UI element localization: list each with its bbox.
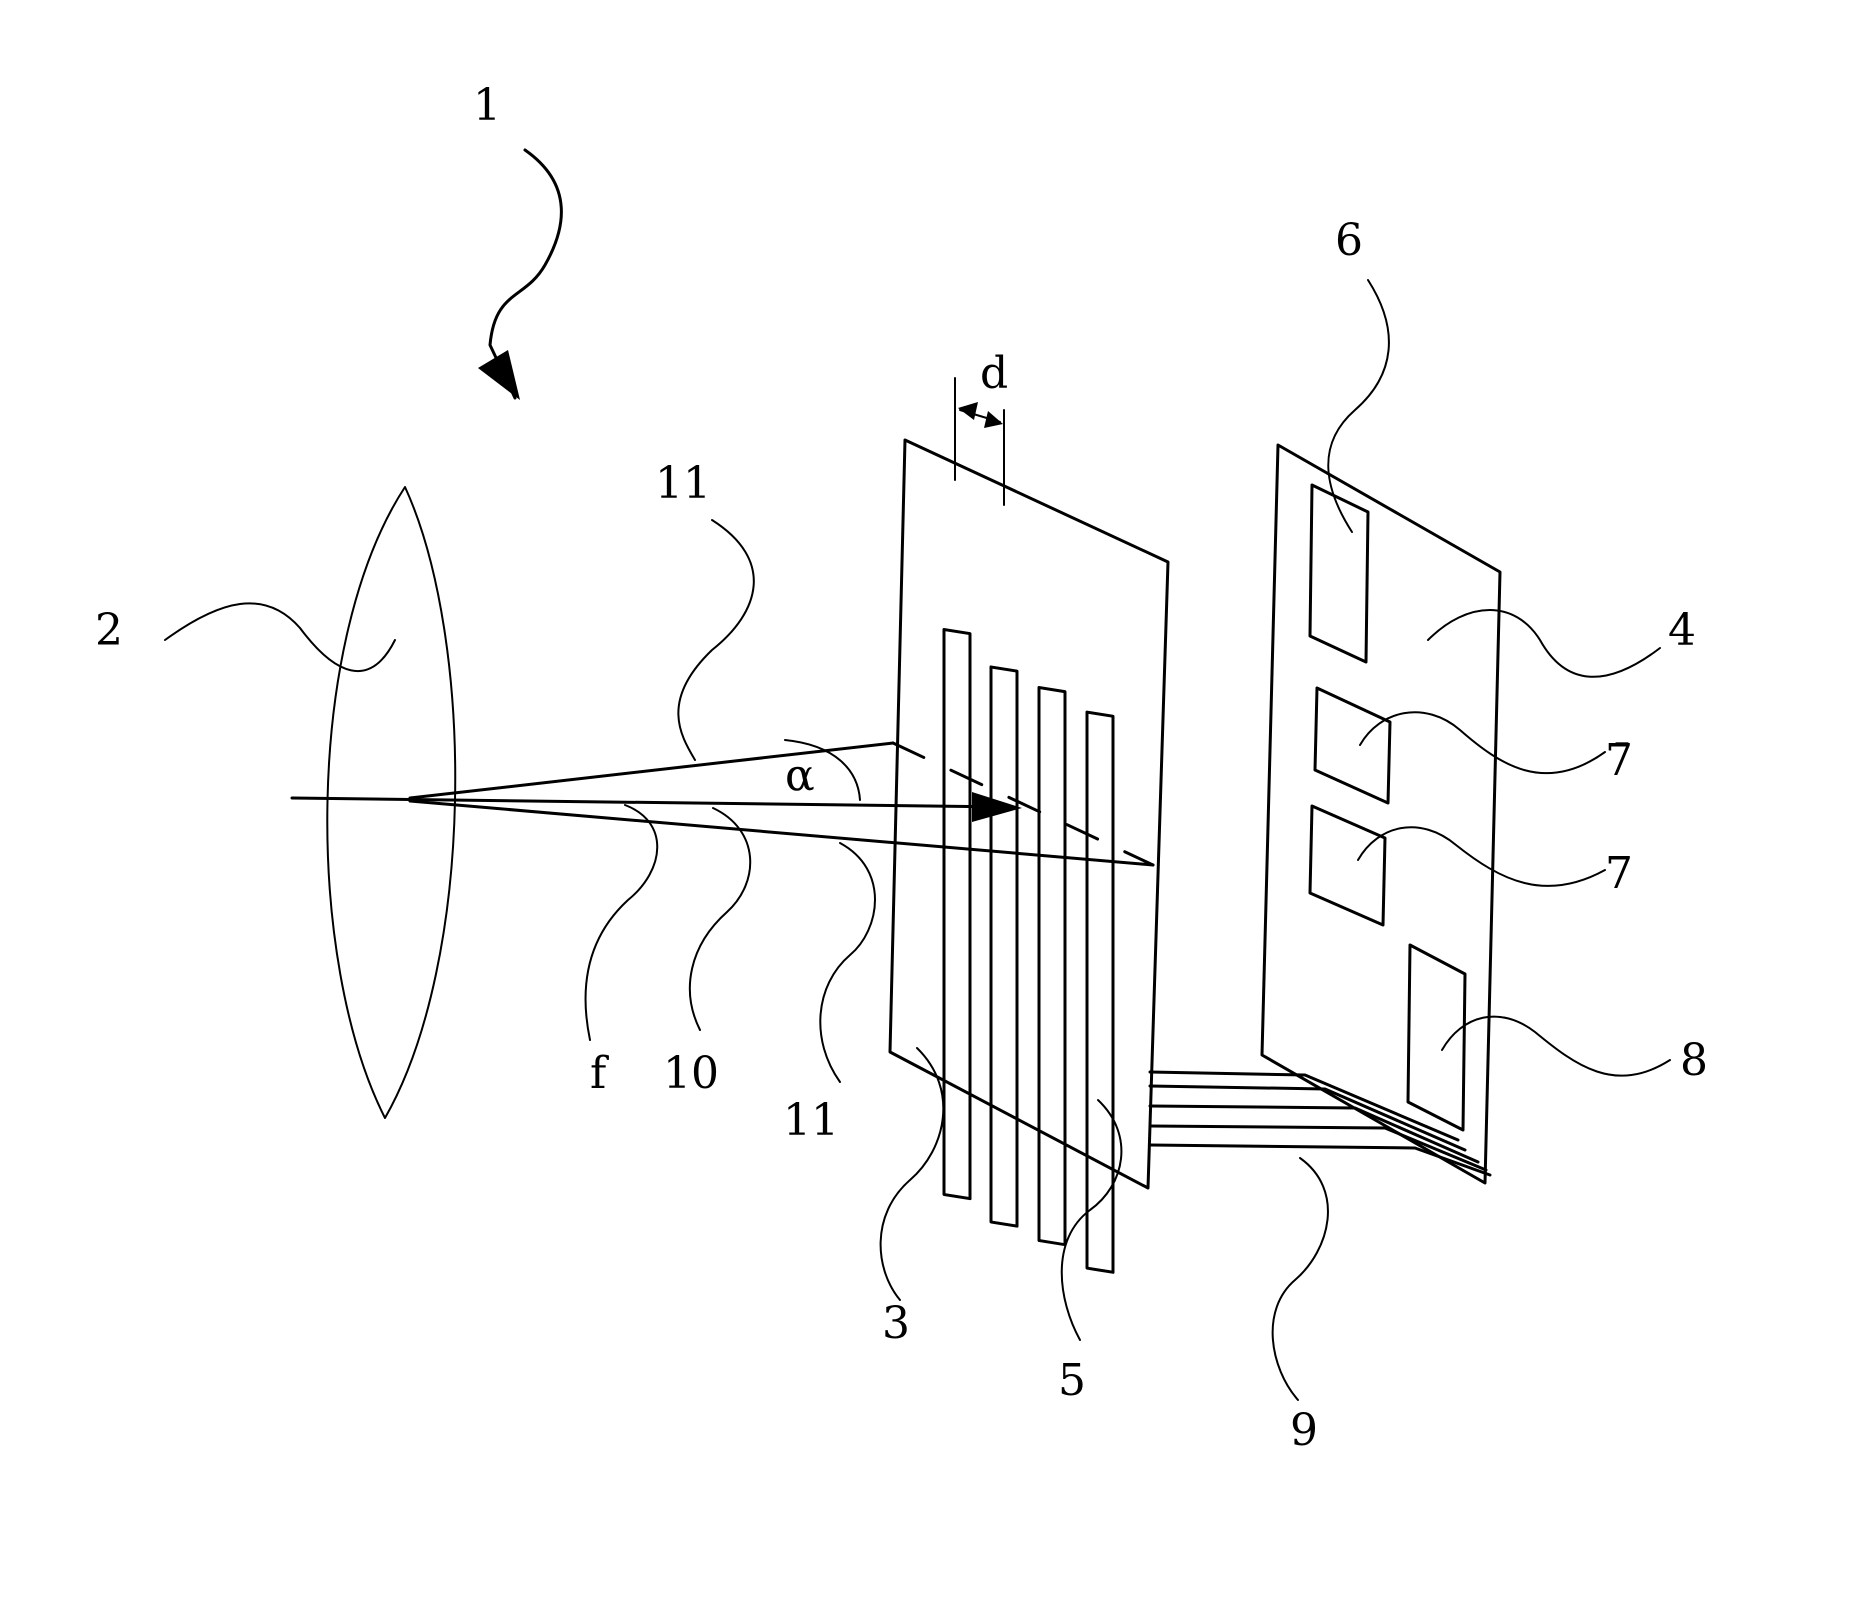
label-7-upper: 7̄ (1605, 735, 1633, 786)
leader-8 (1442, 1017, 1670, 1076)
leader-9 (1273, 1158, 1328, 1400)
label-11-bottom: 11 (783, 1095, 839, 1146)
ray-upper (410, 743, 893, 798)
dimension-arrowhead-icon (984, 411, 1003, 428)
grating-plate (890, 440, 1168, 1272)
leader-10 (690, 808, 750, 1030)
label-4: 4 (1668, 605, 1696, 656)
label-5: 5 (1058, 1355, 1086, 1406)
label-f: f (590, 1048, 609, 1099)
leader-lines (165, 280, 1670, 1400)
optical-axis-arrowhead-icon (972, 792, 1022, 822)
circuit-board (1262, 445, 1500, 1183)
leader-11-bottom (820, 843, 875, 1082)
leader-7-upper (1360, 712, 1605, 773)
label-7-lower: 7 (1605, 848, 1633, 899)
optical-rays (292, 740, 1153, 865)
ray-lower (410, 801, 1153, 865)
grating-slit (991, 667, 1017, 1226)
arrowhead-icon (478, 350, 520, 400)
board-region-8 (1408, 945, 1465, 1130)
leader-7-lower (1358, 827, 1605, 886)
label-8: 8 (1680, 1035, 1708, 1086)
label-d: d (980, 348, 1008, 399)
label-11-top: 11 (655, 458, 711, 509)
board-region-7-lower (1310, 806, 1385, 925)
label-10: 10 (663, 1048, 719, 1099)
grating-slit (944, 630, 970, 1199)
label-alpha: α (785, 750, 815, 801)
label-3: 3 (882, 1298, 910, 1349)
grating-slit (1039, 688, 1065, 1245)
label-1: 1 (473, 80, 501, 131)
label-6: 6 (1335, 215, 1363, 266)
board-region-7-upper (1315, 688, 1390, 803)
label-2: 2 (95, 605, 123, 656)
leader-2 (165, 603, 395, 671)
leader-6 (1328, 280, 1389, 532)
leader-11-top (678, 520, 753, 760)
board-region-6 (1310, 485, 1368, 662)
leader-3 (881, 1048, 944, 1300)
optical-axis (292, 798, 1008, 807)
leader-f (586, 805, 658, 1040)
assembly-leader (478, 150, 561, 400)
grating-slit (1087, 712, 1113, 1272)
connecting-wires (1150, 1072, 1490, 1175)
label-9: 9 (1290, 1405, 1318, 1456)
leader-4 (1428, 610, 1660, 677)
reference-labels: 1 2 α 11 f 10 11 d 6 4 7̄ 7 8 3 5 9 (95, 80, 1708, 1456)
